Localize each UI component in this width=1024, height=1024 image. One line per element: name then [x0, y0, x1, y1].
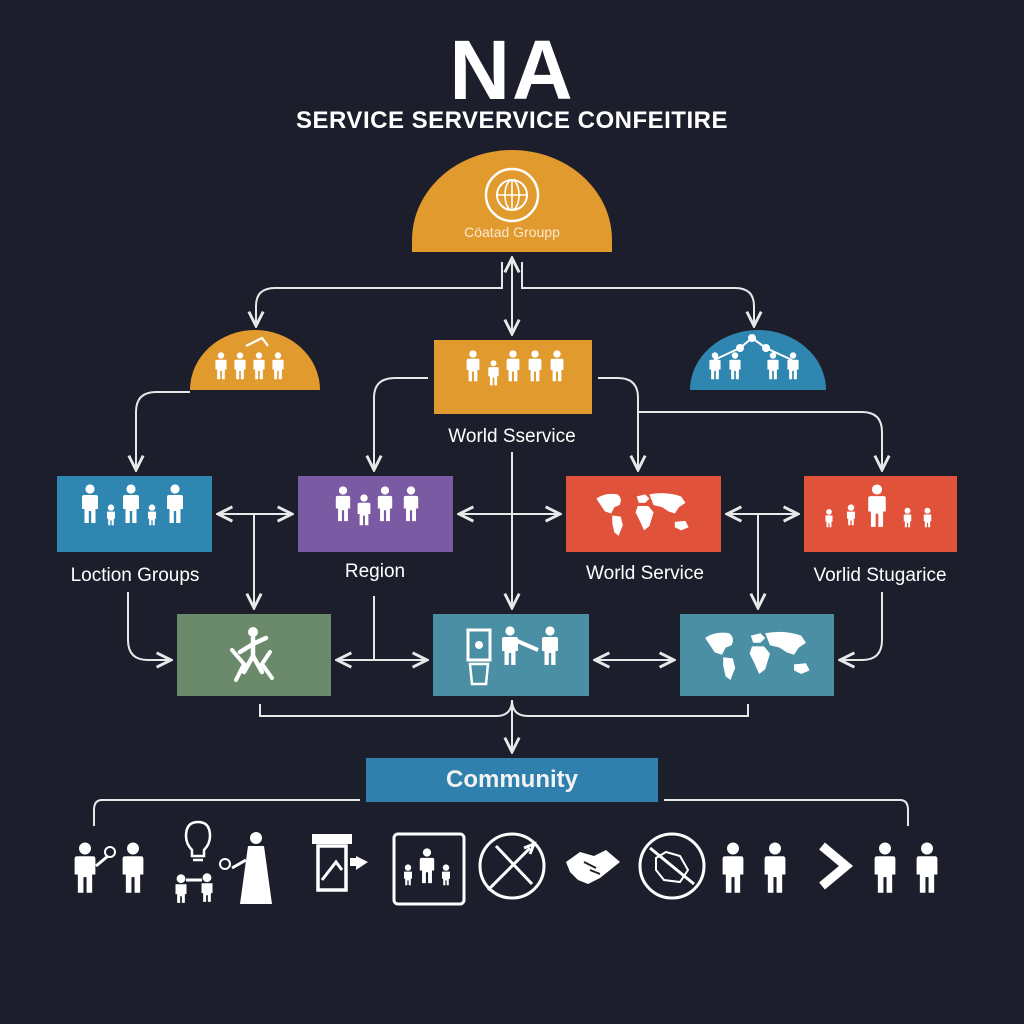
- chevron-right-icon: [819, 842, 854, 890]
- community-label: Community: [446, 766, 578, 793]
- podium-icon: [312, 834, 368, 892]
- world-service-label: World Service: [586, 563, 704, 584]
- presentation-people-icon: [466, 626, 558, 686]
- network-people-icon: [709, 334, 799, 380]
- box-presentation: [433, 614, 589, 696]
- box-region: [298, 476, 453, 552]
- person-icon: [722, 842, 744, 893]
- community-bar: [366, 758, 658, 802]
- person-icon: [916, 842, 938, 893]
- family-frame-icon: [392, 832, 466, 906]
- page-subtitle: SERVICE SERVERVICE CONFEITIRE: [296, 107, 728, 134]
- person-icon: [219, 832, 272, 904]
- page-title: NA: [449, 23, 575, 117]
- center-box-label: World Sservice: [448, 426, 576, 447]
- people-group-icon: [215, 336, 284, 380]
- handshake-icon: [566, 850, 620, 884]
- location-groups-label: Loction Groups: [70, 565, 200, 586]
- connector-lines: [93, 258, 909, 826]
- world-structure-label: Vorlid Stugarice: [813, 565, 947, 586]
- region-label: Region: [344, 561, 406, 582]
- crossed-tools-icon: [478, 832, 546, 900]
- dancing-people-icon: [230, 627, 274, 682]
- person-icon: [122, 842, 144, 893]
- no-map-icon: [638, 832, 706, 900]
- lightbulb-family-icon: [175, 820, 213, 903]
- person-icon: [74, 842, 116, 893]
- person-icon: [874, 842, 896, 893]
- globe-icon: [484, 167, 540, 223]
- person-icon: [764, 842, 786, 893]
- top-node-label: Cöatad Groupp: [464, 224, 560, 240]
